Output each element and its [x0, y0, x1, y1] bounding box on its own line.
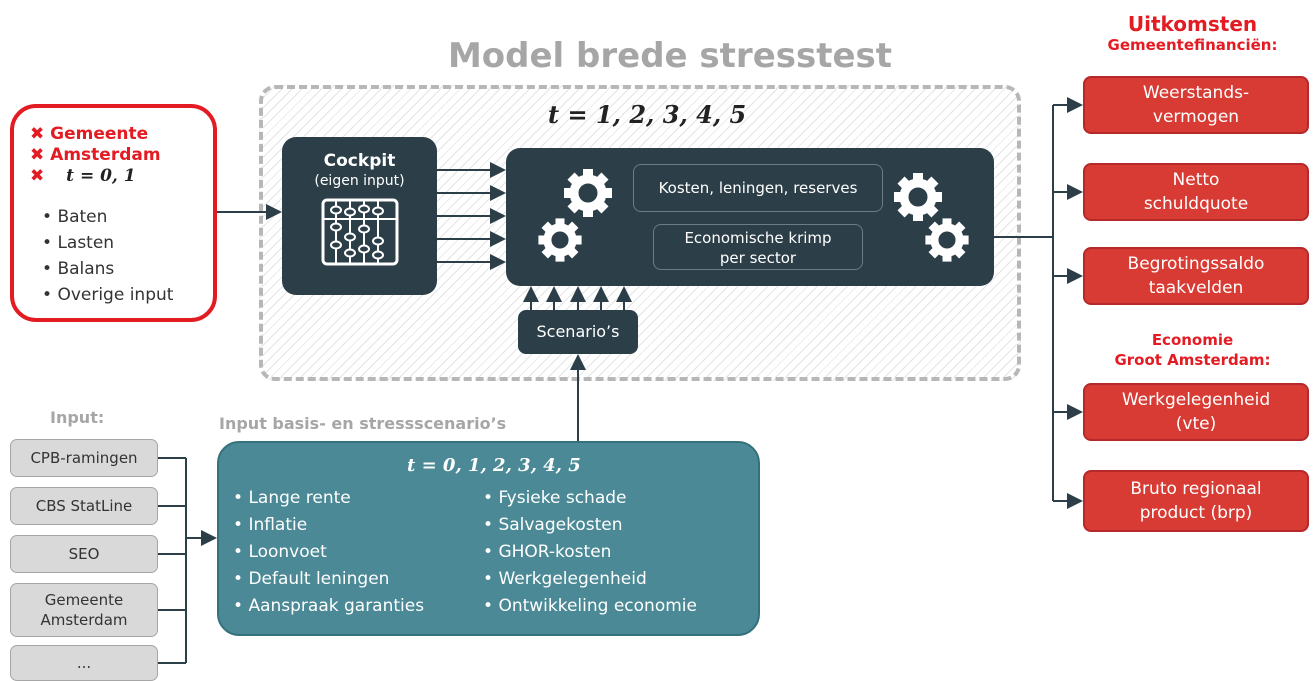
list-item: • Werkgelegenheid [483, 569, 647, 589]
diagram-title: Model brede stresstest [447, 36, 893, 76]
gear-icon [538, 218, 581, 261]
amsterdam-list: • Baten • Lasten • Balans • Overige inpu… [42, 204, 173, 308]
list-item: • Loonvoet [233, 542, 327, 562]
engine-box-costs: Kosten, leningen, reserves [633, 164, 883, 212]
list-item: • Inflatie [233, 515, 308, 535]
amsterdam-x1-text: Gemeente [50, 124, 149, 144]
source-box-cpb: CPB-ramingen [10, 439, 158, 477]
outcome-box-weerstandsvermogen: Weerstands-vermogen [1083, 76, 1309, 134]
gear-icon [894, 173, 942, 221]
list-item: • Overige input [42, 285, 174, 305]
engine-box-economy: Economische krimp per sector [653, 224, 863, 270]
scenario-input-box: t = 0, 1, 2, 3, 4, 5 • Lange rente • Inf… [217, 441, 760, 636]
scenario-list-left: • Lange rente • Inflatie • Loonvoet • De… [233, 485, 424, 620]
scenario-list-right: • Fysieke schade • Salvagekosten • GHOR-… [483, 485, 697, 620]
amsterdam-x2: ✖ Amsterdam [30, 145, 161, 166]
list-item: • Balans [42, 259, 115, 279]
scenario-t-label: t = 0, 1, 2, 3, 4, 5 [407, 455, 581, 476]
amsterdam-x2-text: Amsterdam [50, 145, 161, 165]
source-box-cbs: CBS StatLine [10, 487, 158, 525]
list-item: • Default leningen [233, 569, 390, 589]
model-t-label: t = 1, 2, 3, 4, 5 [548, 100, 747, 129]
amsterdam-x3: ✖ t = 0, 1 [30, 166, 161, 187]
list-item: • Lasten [42, 233, 115, 253]
cockpit-box: Cockpit (eigen input) [282, 137, 437, 295]
cross-icon: ✖ [30, 166, 45, 186]
scenarios-box: Scenario’s [518, 310, 638, 354]
cockpit-subtitle: (eigen input) [314, 173, 405, 189]
outcomes-heading-economy: Economie Groot Amsterdam: [1114, 331, 1271, 369]
outcome-box-werkgelegenheid: Werkgelegenheid(vte) [1083, 383, 1309, 441]
cross-icon: ✖ [30, 145, 45, 165]
list-item: • Lange rente [233, 488, 351, 508]
input-label: Input: [50, 408, 105, 427]
source-box-seo: SEO [10, 535, 158, 573]
amsterdam-x1: ✖ Gemeente [30, 124, 161, 145]
cockpit-title: Cockpit [323, 151, 396, 171]
list-item: • Ontwikkeling economie [483, 596, 697, 616]
abacus-icon [321, 198, 398, 266]
list-item: • Aanspraak garanties [233, 596, 425, 616]
list-item: • GHOR-kosten [483, 542, 612, 562]
gear-icon [925, 218, 968, 261]
amsterdam-t-label: t = 0, 1 [66, 166, 136, 186]
cross-icon: ✖ [30, 124, 45, 144]
engine-box-economy-line1: Economische krimp [684, 229, 832, 247]
list-item: • Salvagekosten [483, 515, 623, 535]
list-item: • Baten [42, 207, 108, 227]
list-item: • Fysieke schade [483, 488, 627, 508]
engine-box-economy-line2: per sector [719, 249, 797, 267]
outcomes-heading-finance: Uitkomsten Gemeentefinanciën: [1107, 12, 1278, 54]
amsterdam-input-box: ✖ Gemeente ✖ Amsterdam ✖ t = 0, 1 • Bate… [10, 104, 217, 322]
gear-icon [564, 169, 612, 217]
scenario-input-label: Input basis- en stressscenario’s [219, 414, 507, 433]
